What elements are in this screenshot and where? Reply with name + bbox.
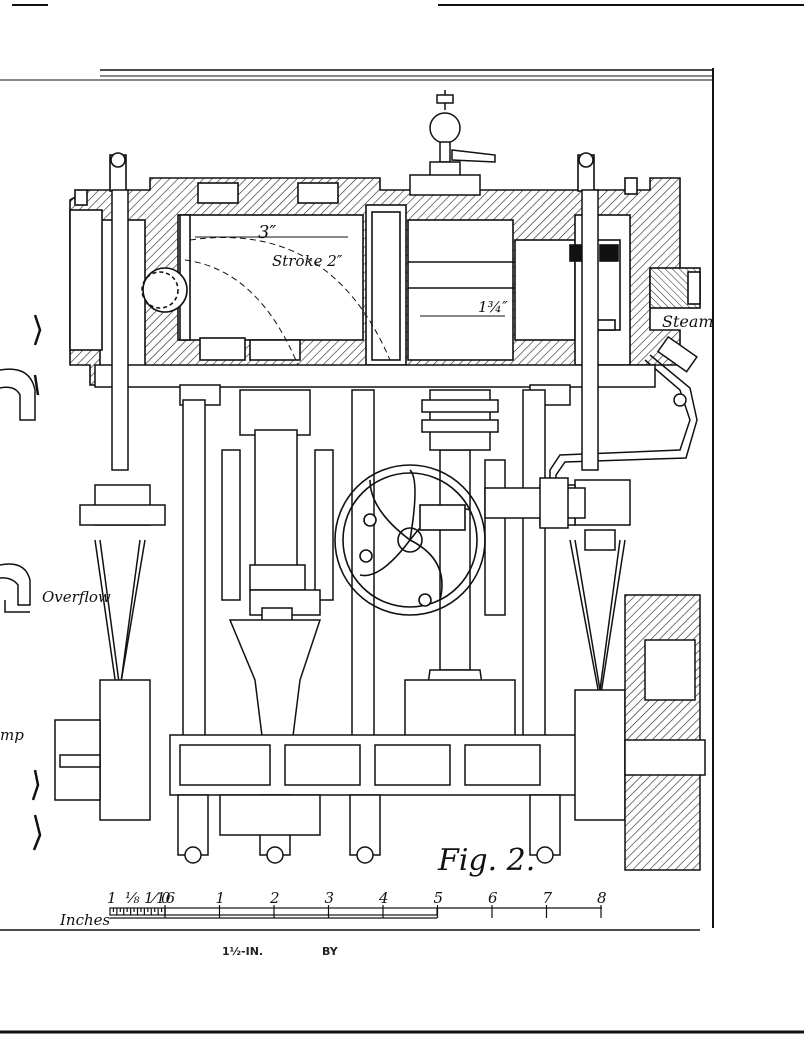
piston-dim-label: 1¾″ — [478, 298, 508, 316]
stroke-label: Stroke 2″ — [272, 252, 343, 270]
figure-label: Fig. 2. — [437, 843, 535, 878]
scale-major-labels: 0 1 2 3 4 5 6 7 8 — [161, 889, 607, 907]
bore-label: 3″ — [258, 222, 276, 243]
scale-major-label: 4 — [378, 889, 389, 907]
scale-major-label: 5 — [434, 889, 444, 907]
scale-major-label: 7 — [543, 889, 553, 907]
pump-label-fragment: mp — [0, 726, 24, 744]
caption-fragment-size: 1½-IN. — [222, 945, 264, 958]
scale-major-label: 2 — [269, 889, 280, 907]
overflow-label: Overflow — [42, 588, 111, 606]
cylinder-block — [69, 152, 701, 386]
scale-fraction-1: 1 — [107, 889, 117, 907]
scale-major-label: 3 — [325, 889, 335, 907]
scale-major-label: 0 — [161, 889, 171, 907]
left-fragments — [0, 314, 42, 851]
page-rules — [0, 4, 804, 1034]
scale-major-label: 6 — [488, 889, 498, 907]
scale-unit-label: Inches — [59, 911, 111, 929]
handwheel — [334, 464, 486, 616]
frame-columns — [54, 189, 706, 871]
scale-major-label: 8 — [597, 889, 607, 907]
lubricator — [409, 90, 496, 196]
scale-major-label: 1 — [216, 889, 226, 907]
caption-fragment-by: BY — [322, 945, 338, 958]
oil-pipe — [549, 335, 698, 500]
scale-fraction-eighth: ⅛ — [125, 889, 140, 907]
scale-fraction-sixteenth: 1⁄16 — [144, 889, 176, 907]
scale-bar — [109, 905, 602, 919]
steam-label: Steam — [662, 312, 714, 331]
